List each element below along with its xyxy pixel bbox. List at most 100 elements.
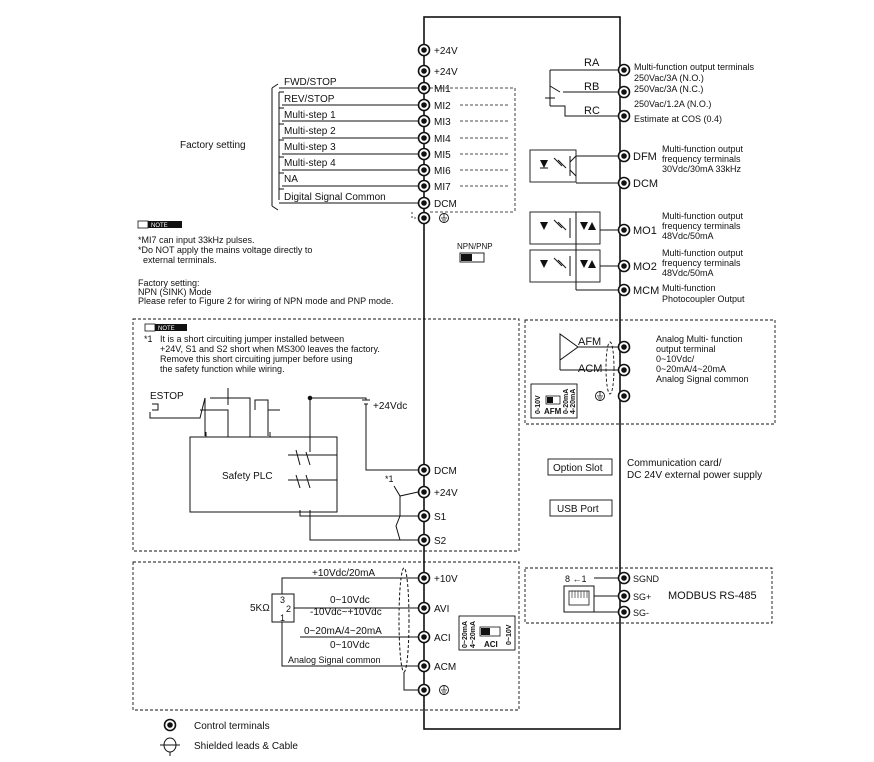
legend-control: Control terminals	[194, 721, 270, 732]
npn-pnp-switch: NPN/PNP	[457, 242, 493, 263]
terminal-label: S2	[434, 536, 447, 547]
terminal-label: +24V	[434, 46, 458, 57]
input-row-mi3: Multi-step 1 MI3	[282, 110, 451, 128]
aci-sw-name: ACI	[484, 640, 498, 649]
input-terminal: MI7	[434, 182, 451, 193]
avi-wire-label-1: 0~10Vdc	[330, 595, 370, 606]
sink-note-line3: Please refer to Figure 2 for wiring of N…	[138, 296, 393, 306]
afm-sw-right2: 4-20mA	[570, 389, 577, 414]
relay-output: RA RB RC Multi-function output terminals…	[545, 57, 755, 124]
input-row-dcm: Digital Signal Common DCM	[279, 192, 457, 210]
mo1-term: MO1	[633, 225, 657, 237]
afm-output: AFM ACM Analog Multi- function output te…	[559, 333, 749, 403]
relay-ra: RA	[584, 57, 600, 69]
mo2-desc-3: 48Vdc/50mA	[662, 268, 714, 278]
p10v-wire-label: +10Vdc/20mA	[312, 568, 375, 579]
note2-line4: the safety function while wiring.	[160, 364, 285, 374]
avi-wire-label-2: -10Vdc~+10Vdc	[310, 607, 382, 618]
note-badge: NOTE	[151, 223, 168, 229]
afm-desc-3: 0~10Vdc/	[656, 354, 695, 364]
input-label: REV/STOP	[284, 94, 335, 105]
terminal-safety-dcm: DCM	[417, 463, 457, 477]
mo1-desc-1: Multi-function output	[662, 211, 744, 221]
afm-sw-left: 0-10V	[535, 395, 542, 414]
afm-term: AFM	[578, 336, 601, 348]
relay-desc-3: 250Vac/3A (N.C.)	[634, 84, 703, 94]
option-desc-1: Communication card/	[627, 458, 722, 469]
modbus-sgp: SG+	[633, 592, 651, 602]
dfm-output: DFM DCM Multi-function output frequency …	[529, 144, 744, 190]
afm-section-box	[524, 319, 776, 425]
note-badge-2: NOTE	[158, 326, 175, 332]
mo1-desc-3: 48Vdc/50mA	[662, 231, 714, 241]
safety-plc-label: Safety PLC	[222, 471, 273, 482]
afm-acm-term: ACM	[578, 363, 602, 375]
dfm-desc-2: frequency terminals	[662, 154, 741, 164]
modbus-sgnd: SGND	[633, 574, 660, 584]
input-label: FWD/STOP	[284, 77, 337, 88]
note2-line3: Remove this short circuiting jumper befo…	[160, 354, 353, 364]
terminal-s1: S1	[417, 509, 447, 523]
analog-input-box	[132, 561, 520, 711]
note2-marker: *1	[144, 334, 153, 344]
terminal-p24v-1: +24V	[417, 43, 458, 57]
note1-line1: *MI7 can input 33kHz pulses.	[138, 235, 255, 245]
input-label: NA	[284, 174, 298, 185]
relay-desc-1: Multi-function output terminals	[634, 62, 755, 72]
input-terminal: MI3	[434, 117, 451, 128]
input-label: Multi-step 2	[284, 126, 336, 137]
terminal-s2: S2	[417, 533, 447, 547]
input-terminal: MI5	[434, 150, 451, 161]
terminal-label: +24V	[434, 67, 458, 78]
input-label: Digital Signal Common	[284, 192, 386, 203]
note2-line2: +24V, S1 and S2 short when MS300 leaves …	[160, 344, 380, 354]
analog-input-circuit: 5KΩ 3 2 1	[250, 567, 418, 691]
input-label: Multi-step 1	[284, 110, 336, 121]
safety-circuit: ESTOP Safety PLC +24Vdc *1	[149, 388, 419, 541]
input-label: Multi-step 4	[284, 158, 336, 169]
modbus-rs485: 8 ←1 SGND SG+ SG- MODBUS RS-485	[563, 571, 757, 619]
terminal-ground-bottom	[417, 683, 449, 697]
relay-rb: RB	[584, 81, 599, 93]
jumper-marker: *1	[385, 474, 394, 484]
aci-switch: 0~20mA 4~20mA ACI 0~10V	[458, 615, 516, 651]
terminal-label: AVI	[434, 604, 449, 615]
dfm-desc-3: 30Vdc/30mA 33kHz	[662, 164, 742, 174]
input-terminal: MI6	[434, 166, 451, 177]
mcm-term: MCM	[633, 285, 659, 297]
aci-sw-right: 0~10V	[506, 624, 513, 645]
afm-sw-right1: 0-20mA	[563, 389, 570, 414]
terminal-acm: ACM	[417, 659, 456, 673]
terminal-label: DCM	[434, 466, 457, 477]
dfm-term: DFM	[633, 151, 657, 163]
option-desc-2: DC 24V external power supply	[627, 470, 762, 481]
afm-desc-2: output terminal	[656, 344, 716, 354]
relay-desc-2: 250Vac/3A (N.O.)	[634, 73, 704, 83]
afm-desc-1: Analog Multi- function	[656, 334, 743, 344]
usb-port-label: USB Port	[557, 504, 599, 515]
factory-setting-label: Factory setting	[180, 140, 246, 151]
pot-label: 5KΩ	[250, 603, 270, 614]
terminal-label: +24V	[434, 488, 458, 499]
aci-sw-left2: 4~20mA	[470, 621, 477, 648]
mo1-desc-2: frequency terminals	[662, 221, 741, 231]
mcm-desc-1: Multi-function	[662, 283, 716, 293]
acm-wire-label: Analog Signal common	[288, 655, 381, 665]
aci-wire-label-2: 0~10Vdc	[330, 640, 370, 651]
control-terminal-icon	[163, 718, 177, 732]
terminal-label: ACM	[434, 662, 456, 673]
aci-sw-left1: 0~20mA	[462, 621, 469, 648]
modbus-section-box	[524, 567, 773, 624]
afm-sw-name: AFM	[544, 407, 562, 416]
vdc-label: +24Vdc	[373, 401, 407, 412]
terminal-p24v-2: +24V	[417, 64, 458, 78]
terminal-safety-24v: +24V	[417, 485, 458, 499]
terminal-label: +10V	[434, 574, 458, 585]
estop-label: ESTOP	[150, 391, 184, 402]
dfm-dcm-term: DCM	[633, 178, 658, 190]
relay-desc-5: Estimate at COS (0.4)	[634, 114, 722, 124]
shielded-cable-icon	[160, 737, 180, 756]
input-row-mi4: Multi-step 2 MI4	[282, 126, 451, 145]
afm-switch: 0-10V AFM 0-20mA 4-20mA	[530, 383, 578, 419]
